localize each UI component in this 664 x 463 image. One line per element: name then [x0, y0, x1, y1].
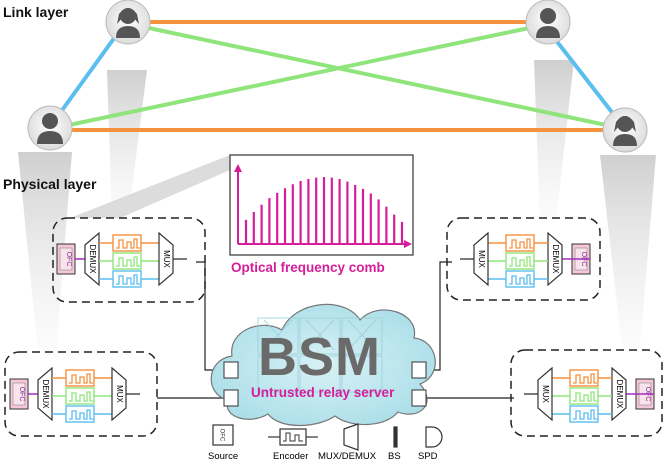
beam-top-left: [107, 70, 147, 220]
ofc-source-icon: OFC: [9, 378, 29, 410]
station-ur-box: [446, 217, 601, 301]
beam-right: [600, 155, 656, 348]
fiber-ul: [196, 261, 232, 371]
user-left: [27, 105, 73, 151]
mux-label: MUX: [162, 250, 171, 268]
beam-comb: [70, 155, 230, 218]
comb-axis-y-arrow: [234, 164, 242, 172]
link-green-1: [129, 22, 621, 130]
male-user-icon: [536, 8, 560, 38]
male-user-icon: [37, 113, 63, 144]
encoder-icon: [65, 369, 95, 387]
demux-icon: [84, 231, 100, 287]
encoder-icon: [112, 234, 142, 252]
encoder-icon: [112, 252, 142, 270]
comb-teeth: [244, 177, 404, 243]
user-top-right: [525, 0, 571, 45]
legend-glyphs: OFC: [212, 423, 443, 451]
bsm-label: BSM: [258, 327, 381, 387]
female-user-icon: [116, 8, 140, 38]
user-top-left: [105, 0, 151, 45]
demux-icon: [547, 231, 563, 287]
ofc-label: OFC: [65, 252, 72, 267]
encoder-icon: [112, 270, 142, 288]
encoder-icon: [569, 369, 599, 387]
encoder-icon: [65, 387, 95, 405]
beam-left: [18, 152, 72, 352]
legend-spd-icon: [425, 426, 443, 448]
mux-label: MUX: [541, 385, 550, 403]
ofc-source-icon: OFC: [56, 243, 76, 275]
encoder-icon: [65, 405, 95, 423]
mux-icon: [158, 231, 174, 287]
mux-label: MUX: [115, 385, 124, 403]
cloud-grid: [257, 317, 383, 393]
legend-encoder-label: Encoder: [273, 451, 309, 462]
ofc-label: OFC: [18, 387, 25, 402]
legend-encoder-icon: [268, 428, 318, 446]
encoder-icon: [505, 234, 535, 252]
legend-bs-icon: [393, 426, 398, 448]
encoder-icon: [569, 387, 599, 405]
link-blue-right: [546, 28, 620, 122]
female-user-icon: [613, 116, 637, 146]
demux-label: DEMUX: [41, 380, 50, 410]
relay-cloud: [210, 303, 436, 426]
link-green-2: [54, 22, 549, 130]
legend-spd-label: SPD: [418, 451, 438, 462]
demux-label: DEMUX: [615, 380, 624, 410]
legend-source-icon: [212, 424, 234, 446]
demux-label: DEMUX: [88, 245, 97, 275]
physical-layer-label: Physical layer: [3, 176, 97, 192]
legend-source-label: Source: [208, 451, 239, 462]
mux-icon: [537, 366, 553, 422]
station-lr-box: [510, 349, 663, 437]
demux-icon: [611, 366, 627, 422]
encoder-icon: [569, 405, 599, 423]
legend-muxdemux-label: MUX/DEMUX: [318, 451, 377, 462]
bs-unit-icons: [223, 361, 427, 407]
mux-icon: [111, 366, 127, 422]
mux-icon: [473, 231, 489, 287]
beam-top-right: [534, 60, 574, 222]
mux-label: MUX: [477, 250, 486, 268]
user-right: [602, 107, 648, 153]
encoder-icon: [505, 252, 535, 270]
legend-bs-label: BS: [388, 451, 401, 462]
station-ll: OFC DEMUX MUX: [9, 366, 140, 423]
legend-ofc-label: OFC: [218, 429, 224, 442]
station-ll-box: [4, 351, 158, 437]
legend-mux-icon: [343, 423, 359, 451]
link-blue-left: [53, 28, 122, 122]
comb-axis-arrow: [404, 240, 412, 248]
comb-title: Optical frequency comb: [231, 260, 385, 275]
link-layer-label: Link layer: [3, 4, 69, 20]
relay-label: Untrusted relay server: [251, 385, 395, 400]
encoder-icon: [505, 270, 535, 288]
demux-label: DEMUX: [551, 245, 560, 275]
station-ul-box: [52, 217, 206, 303]
demux-icon: [37, 366, 53, 422]
station-ul: OFC DEMUX MUX: [56, 231, 187, 288]
